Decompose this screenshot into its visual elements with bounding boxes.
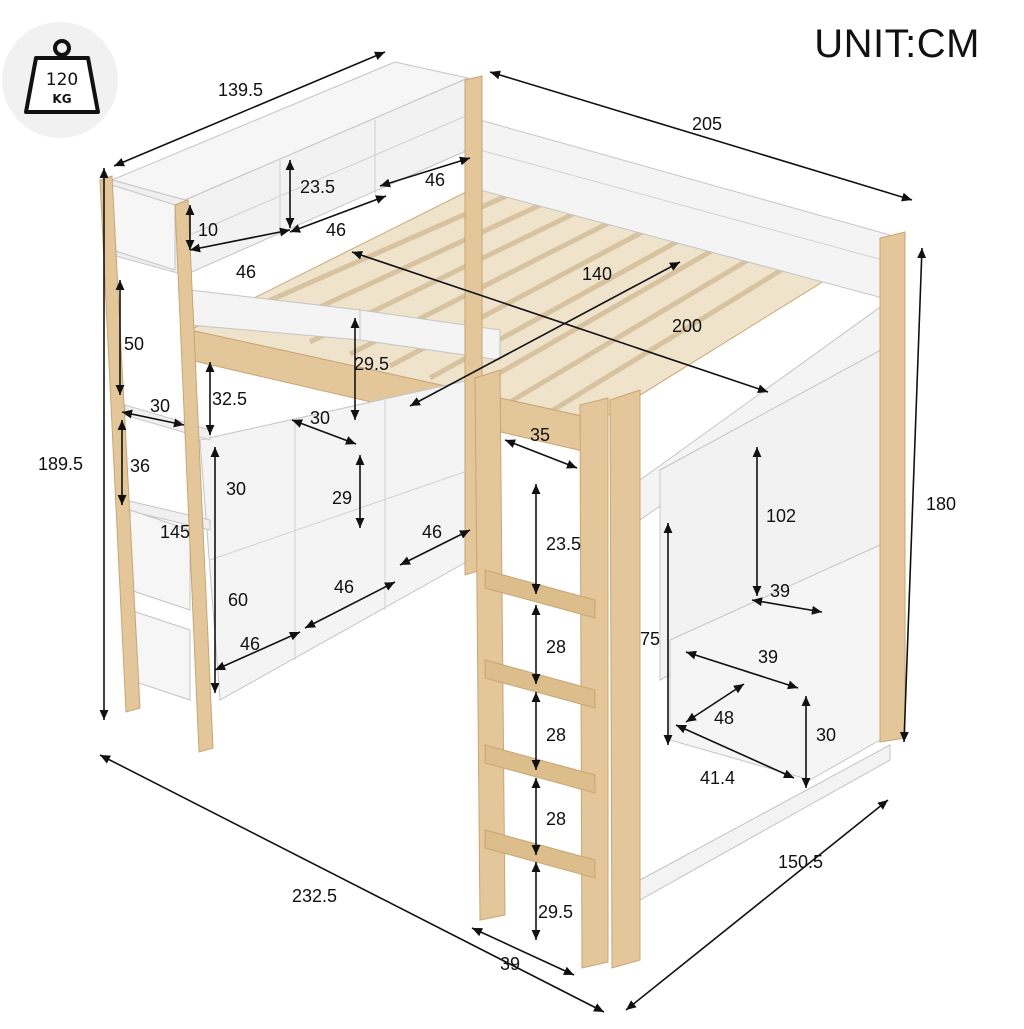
dim-lower-cube-width-46-b: 46 (334, 577, 354, 597)
dimension-lines (99, 51, 927, 1013)
dim-overall-depth: 150.5 (778, 852, 823, 872)
dim-ladder-rung-1: 28 (546, 637, 566, 657)
dim-shelf-top-depth: 10 (198, 220, 218, 240)
dim-ladder-rung-top: 23.5 (546, 534, 581, 554)
dim-side-shelf-gap: 50 (124, 334, 144, 354)
dim-desk-shelf-height: 32.5 (212, 389, 247, 409)
post-right-front (609, 389, 641, 969)
ladder-rung (484, 659, 596, 709)
dim-lower-cube-width-46-a: 46 (422, 522, 442, 542)
dim-ladder-rung-2: 28 (546, 725, 566, 745)
dim-overall-height-left: 189.5 (38, 454, 83, 474)
dim-bed-length-top: 205 (692, 114, 722, 134)
lower-shelf-mid (209, 469, 471, 561)
dim-side-shelf-height: 36 (130, 456, 150, 476)
dim-side-height-145: 145 (160, 522, 190, 542)
dim-drawer-depth: 48 (714, 708, 734, 728)
dim-shelf-cube-height: 23.5 (300, 177, 335, 197)
dim-bottom-width: 41.4 (700, 768, 735, 788)
post-right-rear (879, 231, 906, 743)
dim-drawer-width: 39 (758, 647, 778, 667)
dim-shelf-cube-width-a: 46 (425, 170, 445, 190)
weight-badge: 120 KG (2, 22, 118, 138)
ladder-rung (484, 569, 596, 619)
dim-clearance-75: 75 (640, 629, 660, 649)
dim-shelf-cube-width-b: 46 (326, 220, 346, 240)
dim-wardrobe-height: 102 (766, 506, 796, 526)
post-left-front (174, 199, 214, 753)
weight-icon (24, 39, 100, 114)
dim-ladder-gap: 35 (530, 425, 550, 445)
dim-bed-width: 140 (582, 264, 612, 284)
dimension-labels: 139.5 205 23.5 46 46 46 10 140 200 50 29… (38, 80, 956, 974)
dim-lower-height-60: 60 (228, 590, 248, 610)
dim-ladder-bottom: 29.5 (538, 902, 573, 922)
dim-cube-height-30: 30 (226, 479, 246, 499)
dim-overall-height-right: 180 (926, 494, 956, 514)
badge-value: 120 (46, 70, 78, 90)
dim-cube-height-29: 29 (332, 488, 352, 508)
dim-rail-height: 29.5 (354, 354, 389, 374)
top-shelf-mid (184, 114, 469, 238)
dim-overall-length: 232.5 (292, 886, 337, 906)
dim-bed-length: 200 (672, 316, 702, 336)
bottom-rail (639, 744, 891, 901)
dim-ladder-width: 39 (500, 954, 520, 974)
unit-label: UNIT:CM (814, 22, 980, 66)
dim-shelf-cube-width-c: 46 (236, 262, 256, 282)
dim-wardrobe-width: 39 (770, 581, 790, 601)
dim-ladder-rung-3: 28 (546, 809, 566, 829)
dim-drawer-height: 30 (816, 725, 836, 745)
dim-side-shelf-depth: 30 (150, 396, 170, 416)
badge-unit: KG (52, 92, 71, 106)
dim-desk-shelf-depth: 30 (310, 408, 330, 428)
ladder-rail-right (579, 397, 609, 969)
dim-lower-cube-width-46-c: 46 (240, 634, 260, 654)
dim-top-shelf-length: 139.5 (218, 80, 263, 100)
